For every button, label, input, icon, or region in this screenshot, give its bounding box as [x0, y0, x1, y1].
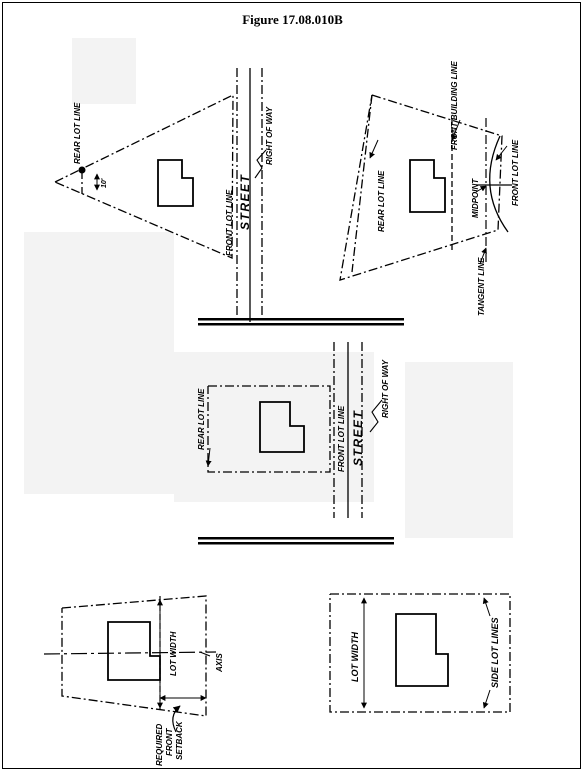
right-of-way-pointer [254, 149, 267, 179]
building-footprint-4 [107, 621, 161, 681]
lot-axis [43, 651, 217, 655]
building-footprint-5 [395, 613, 449, 687]
midpoint-label: MIDPOINT [471, 178, 480, 218]
rear-lot-line-pointer [369, 139, 379, 159]
rear-lot-line-point [78, 166, 86, 174]
rear-lot-line-label-2: REAR LOT LINE [377, 170, 386, 232]
building-footprint-3 [259, 401, 305, 453]
figure-title: Figure 17.08.010B [242, 12, 343, 27]
front-lot-line-label-2: FRONT LOT LINE [511, 139, 520, 206]
side-lot-line-pointer-bottom [482, 689, 491, 709]
separator-bar-top [198, 318, 404, 326]
street-label-2: STREET [351, 409, 365, 466]
required-front-setback-label-2: FRONT [165, 727, 174, 756]
lot-width-label: LOT WIDTH [169, 631, 178, 676]
curved-lot-diagram [339, 94, 512, 281]
street-label: STREET [238, 173, 252, 230]
setback-pointer [172, 705, 181, 733]
tapered-lot-diagram [43, 595, 217, 733]
front-lot-line-label: FRONT LOT LINE [225, 189, 234, 256]
right-of-way-label-2: RIGHT OF WAY [381, 359, 390, 418]
rectangular-lot-boundary [207, 385, 331, 473]
front-lot-line-label-3: FRONT LOT LINE [337, 405, 346, 472]
ten-ft-label: 10' [101, 178, 108, 188]
side-lot-line-pointer-top [482, 597, 491, 617]
rear-lot-line-label-3: REAR LOT LINE [197, 388, 206, 450]
right-of-way-label: RIGHT OF WAY [265, 106, 274, 165]
rectangular-lot-diagram [205, 342, 383, 518]
front-building-line-pointer [451, 119, 461, 141]
curved-front-lot-line [489, 135, 509, 233]
required-front-setback-label-3: SETBACK [175, 720, 184, 760]
scan-shading [24, 38, 513, 538]
axis-pointer [199, 651, 211, 657]
side-lot-lines-diagram [329, 593, 511, 713]
rear-lot-line [351, 94, 373, 273]
lot-width-label-2: LOT WIDTH [350, 632, 360, 682]
required-front-setback-label-1: REQUIRED [155, 724, 164, 766]
rect-lot-boundary [329, 593, 511, 713]
rear-lot-line-label: REAR LOT LINE [73, 102, 82, 164]
front-lot-line-pointer [495, 145, 508, 161]
rear-lot-line-pointer-2 [205, 447, 212, 467]
triangular-lot-diagram [54, 68, 267, 322]
midpoint-pointer [475, 185, 487, 193]
right-of-way-pointer-2 [369, 399, 383, 433]
building-footprint [157, 159, 194, 207]
tangent-line-pointer [479, 247, 487, 265]
front-building-line-label: FRONT BUILDING LINE [450, 60, 459, 150]
side-lot-lines-label: SIDE LOT LINES [490, 617, 500, 688]
triangular-lot-boundary [54, 93, 234, 259]
tangent-line-label: TANGENT LINE [477, 257, 486, 316]
axis-label: AXIS [215, 653, 224, 673]
separator-bar-bottom [198, 537, 394, 545]
building-footprint-2 [409, 159, 446, 213]
